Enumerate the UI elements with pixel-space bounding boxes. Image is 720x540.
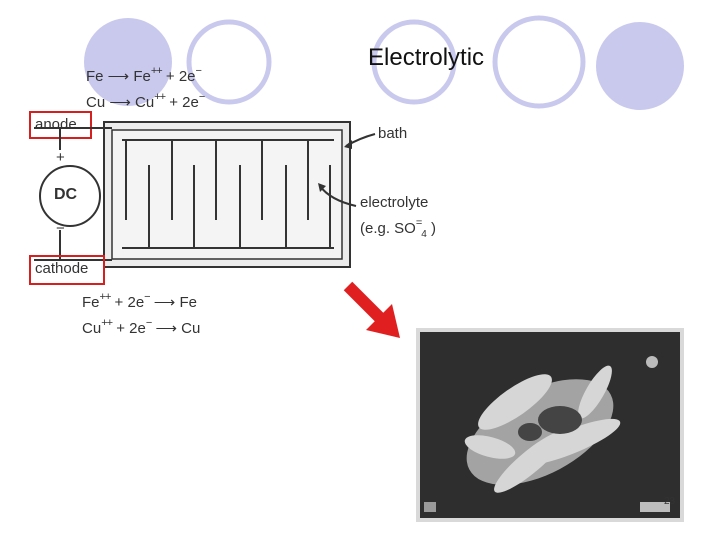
dc-label: DC bbox=[54, 186, 78, 203]
bath-label: bath bbox=[378, 125, 408, 142]
slide-number: 23 bbox=[664, 496, 676, 507]
anode-plates bbox=[125, 140, 309, 220]
cathode-reaction-cu: Cu++ + 2e− ⟶ Cu bbox=[82, 317, 201, 337]
decor-circle bbox=[84, 18, 172, 106]
decor-circle bbox=[186, 19, 272, 105]
plus-sign: + bbox=[56, 149, 65, 166]
electrolyte-example: (e.g. SO=4 ) bbox=[360, 217, 437, 240]
dc-source bbox=[39, 165, 101, 227]
cathode-label: cathode bbox=[35, 260, 89, 277]
decor-circle bbox=[596, 22, 684, 110]
slide-title: Electrolytic bbox=[368, 44, 485, 71]
anode-reaction-fe: Fe ⟶ Fe++ + 2e− bbox=[86, 65, 202, 85]
electrolyte-label: electrolyte bbox=[360, 194, 429, 211]
cathode-highlight-box bbox=[29, 255, 105, 285]
decor-circle bbox=[492, 15, 586, 109]
cathode-reaction-fe: Fe++ + 2e− ⟶ Fe bbox=[82, 291, 197, 311]
decor-circle bbox=[371, 19, 457, 105]
cathode-plates bbox=[148, 165, 331, 248]
red-arrow-icon bbox=[343, 281, 400, 338]
micrograph-dendrite bbox=[420, 332, 680, 518]
electrolytic-cell-diagram bbox=[34, 121, 376, 268]
micrograph-image bbox=[416, 328, 684, 522]
minus-sign: − bbox=[56, 220, 65, 237]
anode-reaction-cu: Cu ⟶ Cu++ + 2e− bbox=[86, 91, 205, 111]
bath-inner-wall bbox=[111, 129, 343, 260]
